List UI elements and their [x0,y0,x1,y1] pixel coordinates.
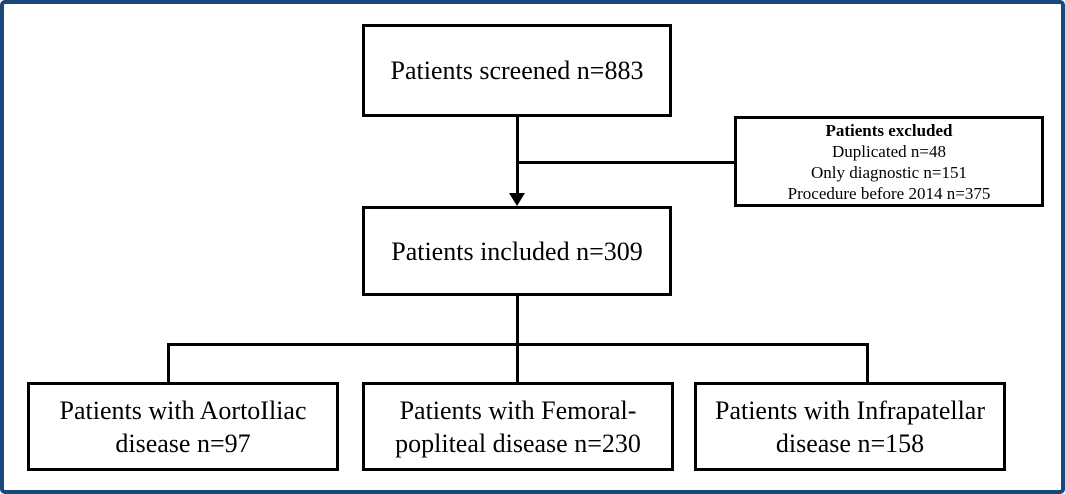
femoropopliteal-box: Patients with Femoral- popliteal disease… [362,382,674,471]
connector-branch-to-excluded [517,161,734,164]
connector-to-infrapatellar [866,343,869,382]
screened-box: Patients screened n=883 [362,24,672,117]
connector-included-down [516,296,519,346]
included-box: Patients included n=309 [362,206,672,296]
excluded-box: Patients excluded Duplicated n=48 Only d… [734,116,1044,207]
aortoiliac-box: Patients with AortoIliac disease n=97 [27,382,339,471]
screened-label: Patients screened n=883 [390,56,644,85]
femoropopliteal-label: Patients with Femoral- popliteal disease… [395,395,641,458]
included-label: Patients included n=309 [391,236,643,266]
excluded-title: Patients excluded [825,120,953,140]
arrowhead-down-icon [509,193,525,206]
infrapatellar-label: Patients with Infrapatellar disease n=15… [714,395,986,458]
infrapatellar-box: Patients with Infrapatellar disease n=15… [694,382,1006,471]
excluded-content: Patients excluded Duplicated n=48 Only d… [788,120,991,204]
excluded-reasons: Duplicated n=48 Only diagnostic n=151 Pr… [787,141,991,203]
connector-screened-to-included [516,117,519,196]
aortoiliac-label: Patients with AortoIliac disease n=97 [59,395,307,458]
connector-to-femoropopliteal [516,343,519,382]
connector-to-aortoiliac [167,343,170,382]
